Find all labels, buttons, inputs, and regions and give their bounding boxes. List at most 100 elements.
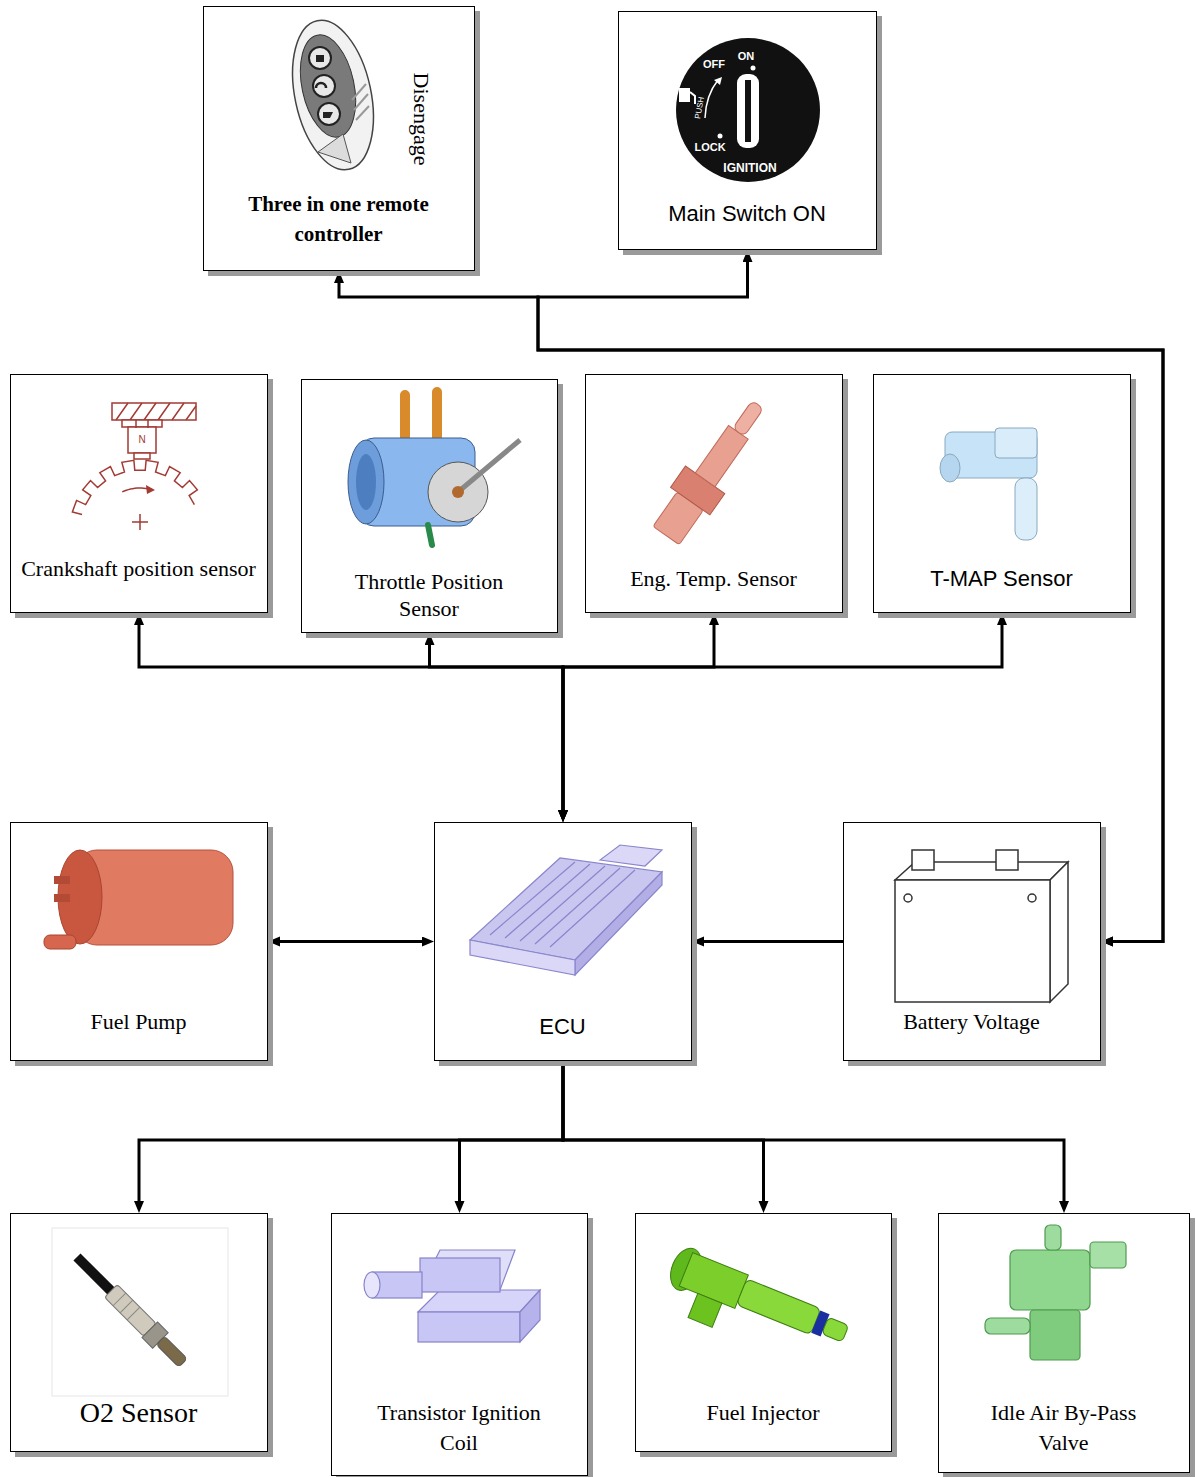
- o2-sensor-drawing-part-part: [73, 1253, 114, 1294]
- crank-sensor-drawing-part: [122, 420, 162, 427]
- crank-sensor-drawing-part: [128, 427, 156, 453]
- ignition-coil-drawing-part: [364, 1272, 380, 1298]
- battery-drawing-part: [1050, 862, 1068, 1002]
- component-box: Crankshaft position sensor: [10, 374, 268, 613]
- fuel-injector-drawing-part: [688, 1293, 722, 1327]
- component-box: Fuel Pump: [10, 822, 268, 1061]
- component-box: ECU: [434, 822, 692, 1061]
- fuel-injector-drawing: [657, 1244, 854, 1375]
- component-box: Three in one remote controllerDisengage: [203, 6, 475, 271]
- fuel-injector-drawing-part: [736, 1279, 821, 1335]
- signal-connector: [563, 1061, 764, 1205]
- signal-connector: [563, 1061, 1064, 1205]
- crank-sensor-drawing-part: [116, 403, 196, 420]
- key-switch-part: [718, 134, 723, 139]
- throttle-body-drawing-part: [452, 486, 464, 498]
- signal-connector: [563, 621, 1002, 814]
- remote-fob-part: [292, 30, 364, 143]
- ignition-coil-drawing-part: [418, 1290, 540, 1312]
- tmap-sensor-drawing-part: [995, 428, 1037, 458]
- tmap-sensor-drawing-part: [940, 454, 960, 482]
- fuel-pump-drawing: [44, 850, 233, 949]
- tmap-sensor-drawing-part: [1015, 478, 1037, 540]
- idle-valve-drawing: [985, 1225, 1126, 1360]
- temp-sensor-drawing-part: [733, 400, 764, 436]
- magnet-pole-label: N: [138, 435, 145, 445]
- signal-connector: [139, 1061, 563, 1205]
- component-label: Fuel Pump: [19, 1008, 259, 1035]
- switch-position-label: ON: [738, 51, 755, 62]
- battery-drawing-part: [996, 850, 1018, 870]
- idle-valve-drawing-part: [1090, 1242, 1126, 1268]
- crank-sensor-drawing: [112, 403, 196, 459]
- o2-sensor-drawing-part: [52, 1228, 228, 1396]
- component-label: Eng. Temp. Sensor: [594, 565, 834, 592]
- ecu-drawing-part: [575, 872, 662, 975]
- idle-valve-drawing-part: [1010, 1250, 1090, 1310]
- component-box: Battery Voltage: [843, 822, 1101, 1061]
- switch-position-label: IGNITION: [723, 162, 776, 174]
- temp-sensor-drawing-part: [695, 425, 748, 486]
- ignition-coil-drawing: [364, 1250, 540, 1342]
- idle-valve-drawing-part: [1045, 1225, 1061, 1250]
- component-label: Idle Air By-Pass Valve: [969, 1398, 1159, 1458]
- key-switch-part: [690, 92, 695, 104]
- key-switch-part: [676, 38, 820, 182]
- fuel-pump-drawing-part: [54, 894, 70, 902]
- switch-position-label: OFF: [703, 59, 725, 70]
- ignition-coil-drawing-part: [420, 1258, 500, 1292]
- battery-drawing-part: [912, 850, 934, 870]
- crank-sensor-drawing-part: [112, 403, 196, 420]
- key-switch-part: [751, 66, 756, 71]
- key-switch-part: [745, 80, 751, 142]
- gear-teeth: [72, 460, 197, 514]
- ignition-coil-drawing-part: [520, 1290, 540, 1342]
- battery-drawing: [895, 850, 1068, 1002]
- battery-drawing-part: [1028, 894, 1036, 902]
- ecu-drawing-part: [470, 940, 575, 975]
- remote-fob-part: [313, 75, 335, 97]
- key-switch-part: [737, 74, 759, 148]
- component-box: T-MAP Sensor: [873, 374, 1131, 613]
- signal-connector: [430, 641, 564, 814]
- ecu-drawing: [470, 845, 662, 975]
- o2-sensor-drawing-part-part: [156, 1336, 187, 1367]
- throttle-body-drawing: [348, 392, 520, 545]
- idle-valve-drawing-part: [1030, 1310, 1080, 1360]
- temp-sensor-drawing: [646, 391, 777, 550]
- crank-sensor-drawing-part: [136, 420, 148, 428]
- rotated-note: Disengage: [409, 73, 433, 166]
- key-switch-part: [705, 80, 718, 118]
- signal-connector: [538, 258, 1163, 942]
- o2-sensor-drawing-part-part: [113, 1293, 140, 1320]
- component-label: Throttle Position Sensor: [329, 568, 529, 622]
- component-box: Transistor Ignition Coil: [331, 1213, 588, 1476]
- component-label: O2 Sensor: [19, 1396, 259, 1430]
- remote-fob-part: [352, 84, 369, 120]
- fuel-pump-drawing-part: [54, 876, 70, 884]
- signal-connector: [563, 621, 714, 814]
- key-switch-part: [714, 77, 722, 85]
- component-box: Eng. Temp. Sensor: [585, 374, 843, 613]
- remote-fob-part: [309, 47, 331, 69]
- key-switch: [676, 38, 820, 182]
- idle-valve-drawing-part: [985, 1318, 1030, 1334]
- crank-sensor-drawing-part: [134, 453, 150, 459]
- signal-connector: [139, 621, 563, 814]
- remote-fob-part: [280, 13, 386, 177]
- tmap-sensor-drawing: [940, 428, 1037, 540]
- throttle-body-drawing-part: [348, 440, 384, 524]
- o2-sensor-drawing-part: [69, 1249, 191, 1371]
- signal-connector: [700, 940, 843, 943]
- component-box: Main Switch ON: [618, 11, 877, 250]
- component-box: Fuel Injector: [635, 1213, 892, 1452]
- throttle-body-drawing-part: [428, 462, 488, 522]
- throttle-body-drawing-part: [356, 454, 376, 510]
- remote-fob-part: [318, 134, 351, 163]
- fuel-pump-drawing-part: [44, 935, 76, 949]
- fuel-injector-drawing-part: [822, 1317, 849, 1342]
- crank-gear-drawing: [72, 460, 197, 514]
- remote-fob-part: [316, 83, 326, 88]
